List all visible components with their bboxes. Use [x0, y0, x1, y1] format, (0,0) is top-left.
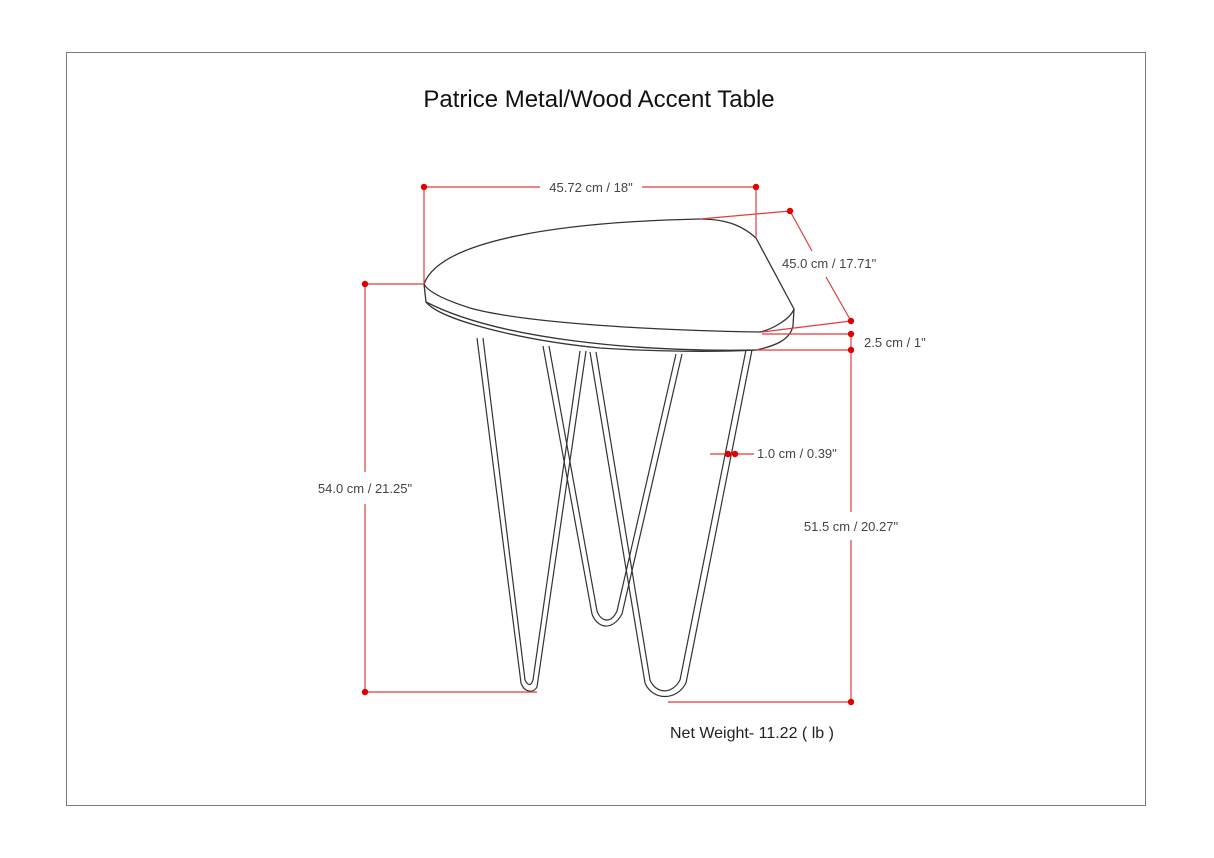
hairpin-legs: [476, 337, 753, 698]
leg-diameter-label: 1.0 cm / 0.39": [757, 446, 837, 461]
title-text: Patrice Metal/Wood Accent Table: [423, 86, 775, 113]
top-width-label: 45.72 cm / 18": [549, 180, 633, 195]
top-thickness-label: 2.5 cm / 1": [864, 335, 926, 350]
page-title: Patrice Metal/Wood Accent Table: [0, 86, 1214, 114]
drawing-frame: [66, 52, 1146, 806]
net-weight: Net Weight- 11.22 ( lb ): [670, 725, 834, 742]
leg-height-label: 51.5 cm / 20.27": [804, 519, 899, 534]
total-height-label: 54.0 cm / 21.25": [318, 481, 413, 496]
top-depth-label: 45.0 cm / 17.71": [782, 256, 877, 271]
dimension-dots: [361, 183, 855, 706]
table-top: [423, 218, 795, 352]
